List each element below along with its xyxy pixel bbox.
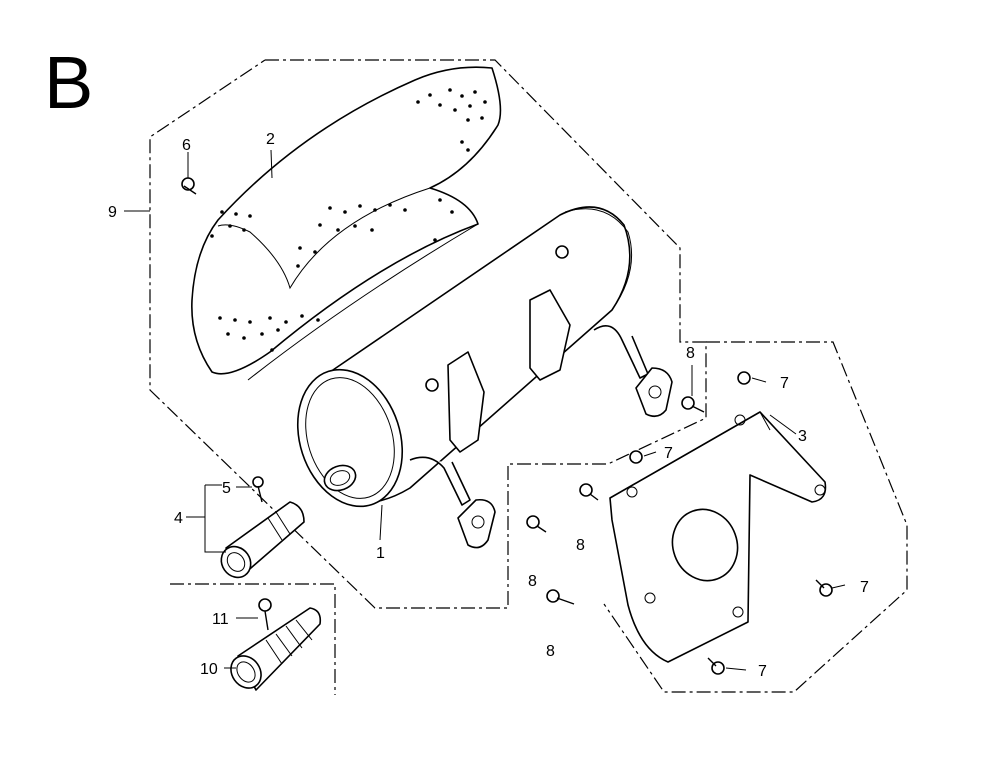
heat-protector-part-2	[191, 66, 502, 381]
callout-1: 1	[376, 545, 385, 562]
callout-8-c: 8	[528, 573, 537, 590]
bolt-part-8-b	[579, 483, 599, 501]
callout-3: 3	[798, 428, 807, 445]
bolt-part-8-d	[546, 589, 575, 605]
heat-protector-perforations	[210, 88, 487, 352]
callout-11: 11	[212, 611, 229, 628]
section-letter: B	[44, 41, 93, 124]
callout-7-b: 7	[664, 445, 673, 462]
callout-8-a: 8	[686, 345, 695, 362]
group-boundary-spark-arrester	[170, 583, 336, 695]
screw-part-11	[258, 598, 272, 631]
callout-2: 2	[266, 131, 275, 148]
callout-7-c: 7	[860, 579, 869, 596]
callout-8-b: 8	[576, 537, 585, 554]
callout-6: 6	[182, 137, 191, 154]
callouts: 1 2 3 4 5 6 7 7 7 7 8 8 8 8 9 10 11	[108, 131, 869, 680]
callout-7-d: 7	[758, 663, 767, 680]
bolt-part-7-a	[737, 371, 751, 385]
bolt-part-7-c	[815, 579, 833, 597]
bolt-part-7-d	[707, 657, 725, 675]
bolt-part-7-b	[629, 450, 643, 464]
screw-part-5	[252, 476, 264, 503]
callout-10: 10	[200, 661, 218, 678]
callout-4: 4	[174, 510, 183, 527]
bolt-part-8-a	[681, 396, 705, 413]
callout-7-a: 7	[780, 375, 789, 392]
pipe-part-4	[220, 501, 305, 579]
callout-8-d: 8	[546, 643, 555, 660]
callout-9: 9	[108, 204, 117, 221]
leader-lines	[124, 149, 846, 671]
bolt-part-6	[181, 177, 197, 195]
group-boundary-muffler-assembly	[149, 59, 707, 609]
callout-5: 5	[222, 480, 231, 497]
group-boundary-bracket-assembly	[603, 341, 908, 693]
bolt-part-8-c	[526, 515, 547, 533]
spark-arrester-part-10	[230, 607, 322, 691]
muffler-bracket-part-3	[609, 411, 827, 663]
muffler-part-1	[296, 206, 673, 549]
